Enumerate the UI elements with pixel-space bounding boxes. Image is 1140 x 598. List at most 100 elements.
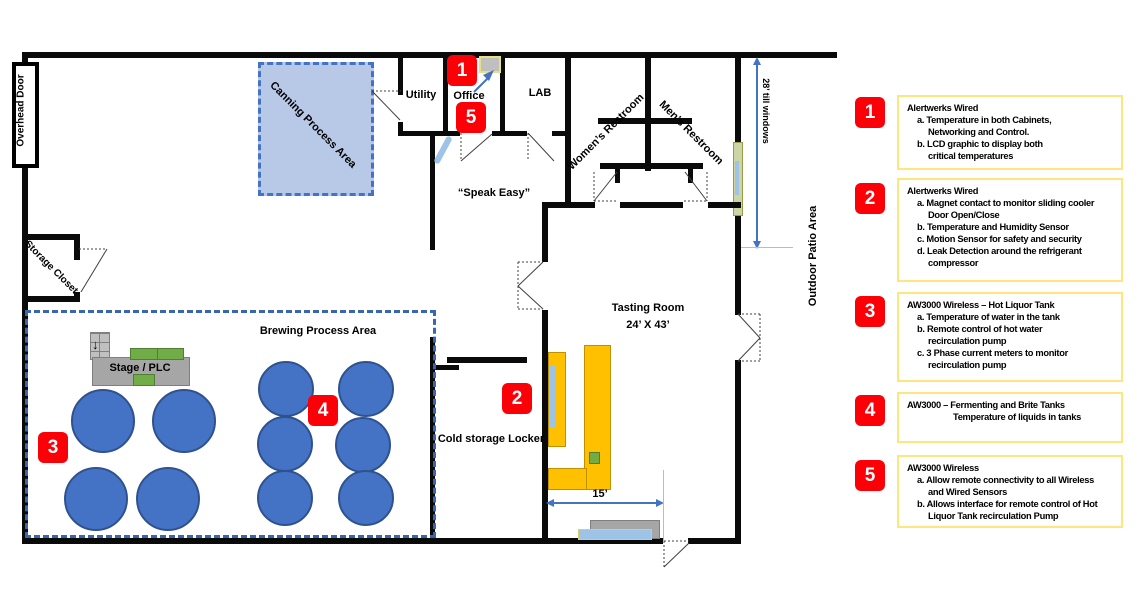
legend-line: critical temperatures bbox=[928, 151, 1014, 162]
legend-line: Temperature of liquids in tanks bbox=[953, 412, 1081, 423]
tasting-room-label: Tasting Room bbox=[611, 302, 685, 314]
tank bbox=[335, 417, 391, 473]
legend-line: and Wired Sensors bbox=[928, 487, 1008, 498]
patio-label: Outdoor Patio Area bbox=[807, 205, 819, 307]
tank bbox=[258, 361, 314, 417]
window-glass bbox=[735, 161, 739, 195]
speakeasy-label: “Speak Easy” bbox=[457, 187, 531, 199]
overhead-door-label: Overhead Door bbox=[15, 74, 27, 147]
tank bbox=[338, 361, 394, 417]
speakeasy-double-door-icon bbox=[517, 261, 544, 310]
tank bbox=[136, 467, 200, 531]
office-door-icon bbox=[460, 133, 493, 162]
utility-label: Utility bbox=[405, 89, 437, 101]
bar-width-dim: 15’ bbox=[592, 488, 608, 500]
wall bbox=[688, 538, 741, 544]
legend-line: b. Remote control of hot water bbox=[917, 324, 1043, 335]
legend-title: AW3000 Wireless bbox=[907, 463, 979, 473]
wall bbox=[22, 538, 663, 544]
legend-line: b. Allows interface for remote control o… bbox=[917, 499, 1098, 510]
dimension-guide bbox=[741, 247, 793, 248]
brewing-area-label: Brewing Process Area bbox=[259, 325, 377, 337]
legend-box-2: Alertwerks Wired a. Magnet contact to mo… bbox=[897, 178, 1123, 282]
wall bbox=[500, 58, 505, 131]
sensor-strip bbox=[433, 135, 453, 165]
wall bbox=[398, 131, 460, 136]
legend-line: c. 3 Phase current meters to monitor bbox=[917, 348, 1068, 359]
plc-cabinet bbox=[133, 374, 155, 386]
wall bbox=[398, 122, 403, 131]
legend-box-3: AW3000 Wireless – Hot Liquor Tank a. Tem… bbox=[897, 292, 1123, 382]
windows-dim-label: 28’ till windows bbox=[761, 78, 771, 144]
legend-line: Door Open/Close bbox=[928, 210, 1000, 221]
legend-line: a. Magnet contact to monitor sliding coo… bbox=[917, 198, 1095, 209]
wall bbox=[542, 310, 548, 538]
sliding-cooler-door-panel bbox=[433, 365, 459, 370]
legend-title: Alertwerks Wired bbox=[907, 103, 979, 113]
overhead-door bbox=[12, 62, 39, 168]
wall bbox=[735, 58, 741, 143]
wall bbox=[688, 169, 693, 183]
wall bbox=[22, 52, 837, 58]
lab-label: LAB bbox=[528, 87, 552, 99]
legend-line: a. Allow remote connectivity to all Wire… bbox=[917, 475, 1095, 486]
wall bbox=[735, 360, 741, 538]
wall bbox=[22, 234, 80, 240]
bar-sensor-node bbox=[589, 452, 600, 464]
legend-line: recirculation pump bbox=[928, 336, 1007, 347]
legend-box-4: AW3000 – Fermenting and Brite Tanks Temp… bbox=[897, 392, 1123, 443]
window-sensor bbox=[733, 142, 743, 216]
exit-door-icon bbox=[663, 540, 690, 568]
plan-marker-1: 1 bbox=[447, 55, 477, 86]
wall bbox=[398, 58, 403, 95]
legend-line: b. Temperature and Humidity Sensor bbox=[917, 222, 1069, 233]
wall bbox=[620, 202, 683, 208]
legend-line: c. Motion Sensor for safety and security bbox=[917, 234, 1082, 245]
legend-marker-5: 5 bbox=[855, 460, 885, 491]
legend-marker-3: 3 bbox=[855, 296, 885, 327]
bar-sensor-strip bbox=[550, 366, 556, 427]
bench-sensor-strip bbox=[578, 529, 652, 540]
cold-storage-label: Cold storage Locker bbox=[437, 433, 545, 445]
legend-line: Networking and Control. bbox=[928, 127, 1030, 138]
wall bbox=[565, 58, 571, 205]
tank bbox=[64, 467, 128, 531]
storage-closet-door-icon bbox=[79, 248, 108, 293]
legend-line: a. Temperature of water in the tank bbox=[917, 312, 1060, 323]
wall bbox=[615, 169, 620, 183]
canning-area bbox=[258, 62, 374, 196]
womens-door-icon bbox=[593, 171, 618, 202]
stage-plc-label: Stage / PLC bbox=[109, 362, 171, 374]
legend-marker-2: 2 bbox=[855, 183, 885, 214]
plan-marker-2: 2 bbox=[502, 383, 532, 414]
wall bbox=[552, 131, 568, 136]
wall bbox=[708, 202, 741, 208]
utility-door-icon bbox=[371, 90, 401, 121]
wall bbox=[542, 203, 548, 262]
sliding-cooler-door bbox=[447, 357, 527, 363]
plan-marker-5: 5 bbox=[456, 102, 486, 133]
wall bbox=[598, 118, 692, 124]
arrow-down-icon bbox=[753, 241, 761, 249]
wall bbox=[74, 234, 80, 260]
conveyor-icon bbox=[90, 332, 110, 360]
callout-arrow-icon bbox=[473, 70, 494, 93]
legend-line: d. Leak Detection around the refrigerant bbox=[917, 246, 1082, 257]
wall bbox=[542, 202, 595, 208]
plc-cabinet bbox=[130, 348, 158, 360]
legend-line: recirculation pump bbox=[928, 360, 1007, 371]
dimension-line bbox=[756, 64, 758, 242]
legend-marker-1: 1 bbox=[855, 97, 885, 128]
down-arrow-icon: ↓ bbox=[92, 337, 99, 352]
patio-double-door-icon bbox=[737, 313, 761, 362]
tank bbox=[338, 470, 394, 526]
plan-marker-4: 4 bbox=[308, 395, 338, 426]
legend-line: b. LCD graphic to display both bbox=[917, 139, 1043, 150]
brewing-area bbox=[25, 310, 436, 538]
plan-marker-3: 3 bbox=[38, 432, 68, 463]
office-label: Office bbox=[453, 90, 485, 102]
tank bbox=[257, 470, 313, 526]
arrow-right-icon bbox=[656, 499, 664, 507]
tank bbox=[71, 389, 135, 453]
